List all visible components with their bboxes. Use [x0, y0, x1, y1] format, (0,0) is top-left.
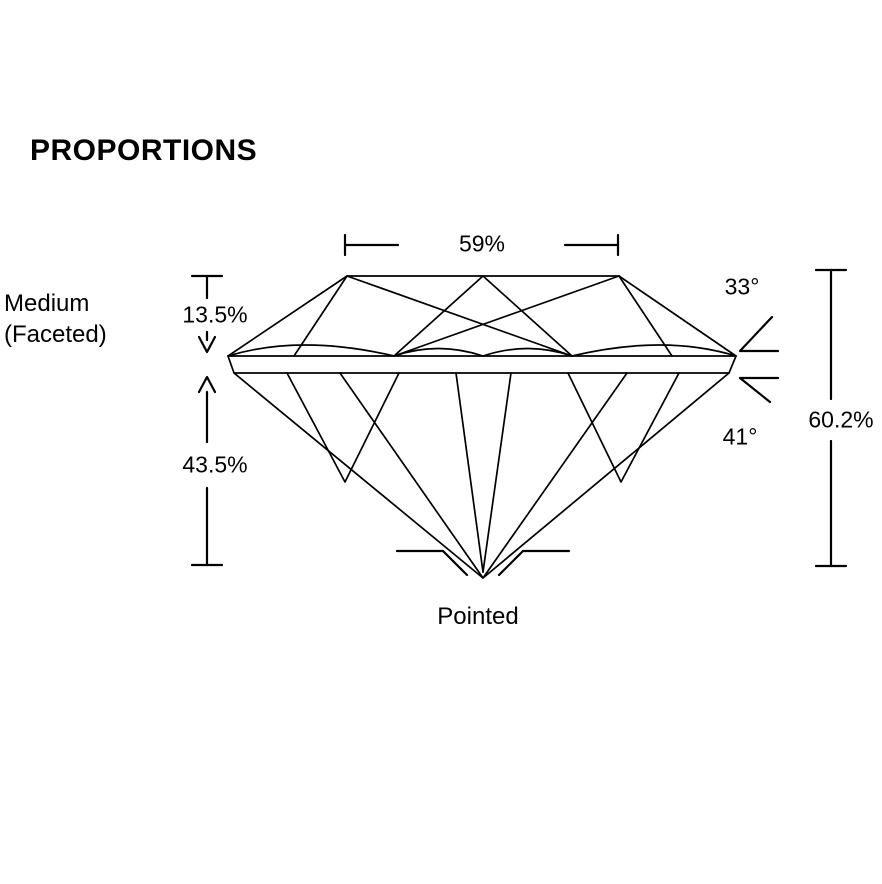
crown-facet-lines — [293, 275, 673, 357]
pavilion-angle-label: 41° — [722, 423, 758, 450]
table-width-label: 59% — [458, 230, 506, 257]
page-title: PROPORTIONS — [30, 134, 258, 167]
upper-girdle-facet-arcs — [227, 344, 737, 357]
table-width-bracket — [343, 233, 620, 257]
pavilion-depth-label: 43.5% — [182, 451, 248, 478]
girdle-label: Medium (Faceted) — [4, 288, 107, 350]
crown-height-label: 13.5% — [182, 301, 248, 328]
girdle-label-line2: (Faceted) — [4, 321, 107, 348]
crown-height-measure — [190, 274, 224, 354]
pavilion-angle-marks — [738, 376, 780, 404]
girdle-label-line1: Medium — [4, 290, 90, 317]
pavilion-facet-lines — [286, 372, 680, 579]
culet-label: Pointed — [437, 603, 519, 630]
total-depth-measure — [814, 268, 848, 568]
girdle-lines — [227, 355, 737, 374]
total-depth-label: 60.2% — [808, 406, 874, 433]
culet-bracket — [395, 549, 571, 577]
diamond-outline — [227, 275, 737, 579]
pavilion-depth-measure — [190, 375, 224, 567]
crown-angle-label: 33° — [724, 273, 760, 300]
crown-angle-marks — [738, 315, 780, 353]
